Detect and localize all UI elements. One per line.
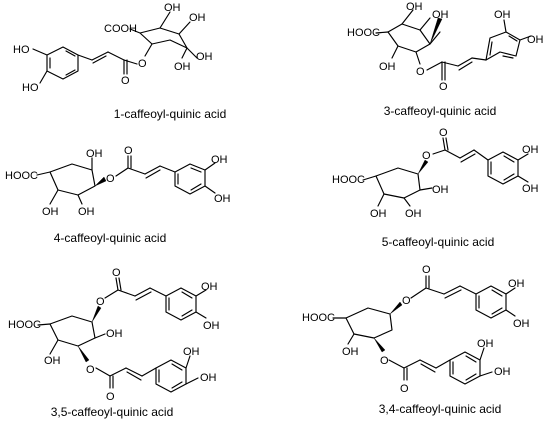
- caffeoyl-oh-lower: OH: [200, 372, 217, 384]
- ester-oxygen: O: [380, 355, 389, 367]
- quinic-ring: [139, 11, 198, 59]
- caffeoyl-chain: [115, 155, 176, 179]
- acid-label: HOOC: [347, 27, 380, 39]
- caffeoyl-oh-upper: OH: [201, 281, 218, 293]
- caffeoyl-oh-upper: OH: [508, 278, 525, 290]
- compound-caption: 3-caffeoyl-quinic acid: [384, 104, 497, 118]
- caffeoyl-chain: [426, 57, 487, 81]
- caffeoyl-oh-lower: HO: [22, 82, 39, 94]
- hydroxyl-label: OH: [78, 206, 95, 218]
- acid-label: HOOC: [5, 170, 38, 182]
- hydroxyl-label: OH: [106, 328, 123, 340]
- caffeoyl-oh-lower: OH: [513, 318, 530, 330]
- carbonyl-oxygen: O: [124, 145, 133, 157]
- catechol-ring: [174, 162, 216, 195]
- caffeoyl-oh-lower: OH: [203, 320, 220, 332]
- carbonyl-oxygen: O: [400, 383, 409, 395]
- ester-oxygen: O: [106, 173, 115, 185]
- quinic-ring: [49, 305, 106, 363]
- upper-catechol-ring: [475, 285, 516, 319]
- caffeoyl-oh-lower: OH: [527, 34, 544, 46]
- hydroxyl-label: OH: [174, 61, 191, 73]
- lower-catechol-ring: [449, 347, 493, 385]
- hydroxyl-label: OH: [44, 355, 61, 367]
- carbonyl-oxygen: O: [112, 267, 121, 279]
- ester-oxygen: O: [86, 364, 95, 376]
- ester-oxygen: O: [422, 150, 431, 162]
- ester-oxygen: O: [416, 66, 425, 78]
- panel-1-caffeoyl-quinic-acid: COOH OH OH OH OH O O HO HO 1-caffeoyl-qu…: [13, 2, 226, 121]
- caffeoyl-oh-upper: OH: [494, 9, 511, 21]
- carbonyl-oxygen: O: [439, 127, 448, 139]
- hydroxyl-label: OH: [196, 51, 213, 63]
- catechol-ring: [32, 46, 79, 84]
- panel-4-caffeoyl-quinic-acid: HOOC OH OH OH O O OH OH 4-caffeoyl-quini…: [5, 145, 231, 245]
- acid-label: COOH: [104, 23, 137, 35]
- compound-caption: 3,5-caffeoyl-quinic acid: [51, 405, 174, 419]
- acid-label: HOOC: [332, 174, 365, 186]
- hydroxyl-label: OH: [370, 208, 387, 220]
- acid-label: HOOC: [302, 312, 335, 324]
- hydroxyl-label: OH: [432, 184, 449, 196]
- hydroxyl-label: OH: [342, 346, 359, 358]
- lower-caffeoyl-chain: [95, 367, 157, 389]
- quinic-ring: [387, 9, 443, 65]
- caffeoyl-oh-upper: OH: [477, 338, 494, 350]
- catechol-ring: [485, 19, 532, 61]
- compound-caption: 1-caffeoyl-quinic acid: [114, 107, 227, 121]
- caffeoyl-chain: [77, 51, 138, 75]
- hydroxyl-label: OH: [42, 206, 59, 218]
- caffeoyl-oh-upper: OH: [183, 346, 200, 358]
- ester-oxygen: O: [402, 295, 411, 307]
- hydroxyl-label: OH: [379, 61, 396, 73]
- carbonyl-oxygen: O: [121, 75, 130, 87]
- hydroxyl-label: OH: [405, 208, 422, 220]
- caffeoyl-oh-lower: OH: [494, 366, 511, 378]
- panel-3-5-caffeoyl-quinic-acid: HOOC OH OH O O OH OH O: [8, 267, 220, 419]
- carbonyl-oxygen: O: [422, 264, 431, 276]
- catechol-ring: [487, 151, 529, 185]
- ester-oxygen: O: [138, 58, 147, 70]
- compound-caption: 5-caffeoyl-quinic acid: [382, 235, 495, 249]
- quinic-ring: [375, 159, 433, 207]
- quinic-ring: [345, 301, 403, 353]
- panel-3-4-caffeoyl-quinic-acid: HOOC OH O O OH OH O: [302, 264, 530, 416]
- compound-caption: 4-caffeoyl-quinic acid: [54, 231, 167, 245]
- carbonyl-oxygen: O: [106, 391, 115, 403]
- caffeoyl-oh-upper: OH: [522, 144, 539, 156]
- caffeoyl-oh-upper: HO: [13, 44, 30, 56]
- caffeoyl-chain: [432, 137, 489, 163]
- lower-caffeoyl-chain: [388, 359, 451, 381]
- caffeoyl-oh-upper: OH: [211, 154, 228, 166]
- panel-5-caffeoyl-quinic-acid: HOOC OH OH OH O O OH OH 5-caffeoyl-quini…: [332, 127, 539, 249]
- caffeoyl-oh-lower: OH: [214, 193, 231, 205]
- hydroxyl-label: OH: [406, 1, 423, 13]
- quinic-ring: [49, 157, 107, 205]
- caffeoyl-oh-lower: OH: [522, 183, 539, 195]
- panel-3-caffeoyl-quinic-acid: HOOC OH OH OH O O OH OH 3-caffeoyl-quini…: [347, 1, 544, 118]
- hydroxyl-label: OH: [86, 148, 103, 160]
- compound-caption: 3,4-caffeoyl-quinic acid: [379, 402, 502, 416]
- hydroxyl-label: OH: [189, 12, 206, 24]
- hydroxyl-label: OH: [432, 9, 449, 21]
- upper-caffeoyl-chain: [410, 275, 477, 299]
- upper-catechol-ring: [165, 287, 207, 321]
- acid-label: HOOC: [8, 319, 41, 331]
- carbonyl-oxygen: O: [439, 81, 448, 93]
- hydroxyl-label: OH: [164, 2, 181, 14]
- lower-catechol-ring: [155, 355, 199, 393]
- upper-caffeoyl-chain: [104, 277, 167, 301]
- ester-oxygen: O: [96, 296, 105, 308]
